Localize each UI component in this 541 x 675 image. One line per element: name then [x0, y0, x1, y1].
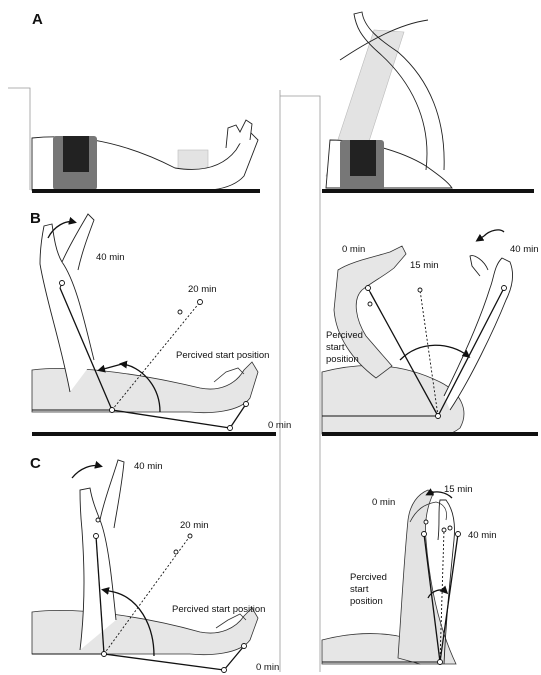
panel-b-right: 0 min 15 min 40 min Percived start posit… — [322, 230, 539, 436]
panel-a-letter: A — [32, 11, 43, 28]
panel-c-right-pivot-marker — [438, 660, 443, 665]
panel-c-left-marker-40b — [96, 518, 100, 522]
panel-c-right-label-perceived-1: Percived — [350, 572, 387, 583]
panel-c-right-label-15: 15 min — [444, 484, 473, 495]
panel-b-left: 40 min 20 min Percived start position 0 … — [32, 214, 291, 436]
panel-a-cuff-inner — [63, 136, 89, 172]
panel-c-right-marker-40 — [456, 532, 461, 537]
panel-c-left-marker-40 — [94, 534, 99, 539]
panel-b-right-marker-0 — [366, 286, 371, 291]
panel-b-right-rotation-arrow — [484, 230, 504, 236]
panel-b-left-label-0: 0 min — [268, 420, 291, 431]
panel-c-left-marker-0 — [222, 668, 227, 673]
panel-c-right-label-0: 0 min — [372, 497, 395, 508]
panel-b-left-marker-20b — [178, 310, 182, 314]
panel-b-right-raised-arm — [444, 258, 513, 410]
panel-b-right-label-0: 0 min — [342, 244, 365, 255]
panel-c-left-marker-0b — [242, 644, 247, 649]
panel-c-left-label-perceived: Percived start position — [172, 604, 265, 615]
panel-a-right-table — [322, 189, 534, 193]
panel-b-left-marker-20 — [198, 300, 203, 305]
panel-b-left-marker-0b — [244, 402, 249, 407]
panel-c-right-marker-0b — [424, 520, 428, 524]
panel-b-left-label-perceived: Percived start position — [176, 350, 269, 361]
panel-b-right-marker-15 — [418, 288, 422, 292]
panel-b-letter: B — [30, 210, 41, 227]
panel-b-right-angle-arc — [400, 345, 468, 360]
panel-b-left-marker-40 — [60, 281, 65, 286]
panel-b-left-label-40: 40 min — [96, 252, 125, 263]
panel-b-right-label-40: 40 min — [510, 244, 539, 255]
panel-c-left: 40 min 20 min Percived start position 0 … — [32, 460, 279, 673]
panel-a-right-arm — [322, 12, 534, 193]
panel-c-left-marker-20b — [174, 550, 178, 554]
panel-c-right-label-perceived-3: position — [350, 596, 383, 607]
panel-c-left-line-0min — [104, 654, 224, 670]
panel-b-right-label-perceived-2: start — [326, 342, 345, 353]
panel-c-left-label-0: 0 min — [256, 662, 279, 673]
panel-b-right-marker-40 — [502, 286, 507, 291]
panel-c-left-label-40: 40 min — [134, 461, 163, 472]
panel-a-right-cuff-inner — [350, 140, 376, 176]
panel-b-right-table — [322, 432, 538, 436]
panel-b-right-pivot-marker — [436, 414, 441, 419]
panel-c-left-marker-20 — [188, 534, 192, 538]
panel-c-left-rotation-arrow — [72, 466, 100, 479]
panel-a-table — [32, 189, 260, 193]
panel-b-left-table — [32, 432, 276, 436]
panel-b-right-label-perceived-3: position — [326, 354, 359, 365]
panel-c-right: 0 min 15 min 40 min Percived start posit… — [322, 484, 497, 665]
panel-b-left-raised-arm — [40, 224, 94, 392]
panel-b-right-label-15: 15 min — [410, 260, 439, 271]
panel-a-left-arm — [32, 120, 260, 193]
panel-b-left-marker-0 — [228, 426, 233, 431]
panel-c-right-marker-0 — [422, 532, 427, 537]
panel-b-right-marker-0b — [368, 302, 372, 306]
panel-c-letter: C — [30, 455, 41, 472]
panel-c-right-line-40min — [440, 534, 458, 662]
panel-c-right-label-perceived-2: start — [350, 584, 369, 595]
panel-c-right-label-40: 40 min — [468, 530, 497, 541]
panel-b-left-pivot-marker — [110, 408, 115, 413]
panel-c-right-marker-15 — [442, 528, 446, 532]
panel-b-right-label-perceived-1: Percived — [326, 330, 363, 341]
panel-b-right-line-40min — [438, 288, 504, 416]
panel-c-right-marker-15b — [448, 526, 452, 530]
panel-c-left-pivot-marker — [102, 652, 107, 657]
panel-b-left-label-20: 20 min — [188, 284, 217, 295]
panel-c-right-ghost-arm — [398, 490, 456, 664]
panel-c-left-label-20: 20 min — [180, 520, 209, 531]
